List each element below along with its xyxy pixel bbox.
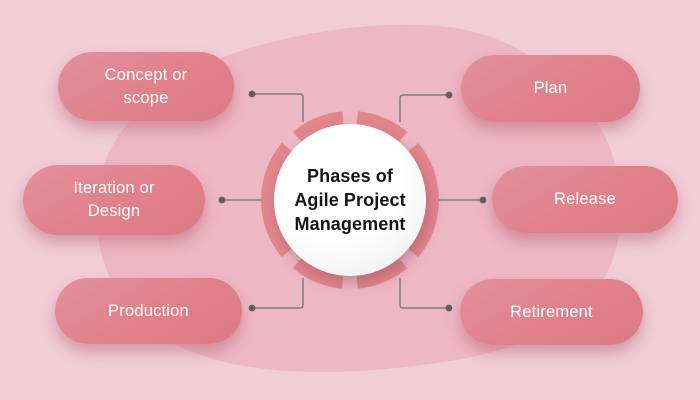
- center-node: Phases of Agile Project Management: [274, 124, 426, 276]
- connector-production: [248, 278, 304, 312]
- phase-label: Release: [554, 190, 616, 208]
- connector-dot: [445, 304, 453, 312]
- connector-dot: [248, 304, 256, 312]
- phase-label: Concept or scope: [104, 65, 188, 107]
- connector-dot: [248, 90, 256, 98]
- connector-dot: [218, 196, 226, 204]
- phase-pill-release: Release: [492, 166, 678, 233]
- connector-plan: [399, 91, 453, 122]
- diagram-title-line: Agile Project: [294, 190, 406, 210]
- connector-concept: [248, 90, 304, 122]
- connector-dot: [479, 196, 487, 204]
- connector-dot: [445, 91, 453, 99]
- diagram-title-line: Management: [294, 214, 406, 234]
- phase-pill-production: Production: [55, 278, 242, 344]
- connector-iteration: [218, 196, 263, 204]
- diagram-title-line: Phases of: [307, 166, 393, 186]
- phase-pill-plan: Plan: [461, 55, 640, 122]
- phase-label: Production: [108, 301, 189, 320]
- connector-retirement: [399, 278, 453, 312]
- phase-pill-iteration-or-design: Iteration or Design: [23, 165, 205, 235]
- phase-label: Plan: [533, 79, 568, 97]
- phase-pill-concept-or-scope: Concept or scope: [58, 52, 234, 121]
- phase-label: Iteration or Design: [73, 179, 155, 220]
- phase-pill-retirement: Retirement: [460, 279, 643, 345]
- phase-label: Retirement: [510, 302, 593, 321]
- connector-release: [437, 196, 487, 204]
- ring-segments: [261, 111, 439, 289]
- segmented-ring: [261, 111, 439, 289]
